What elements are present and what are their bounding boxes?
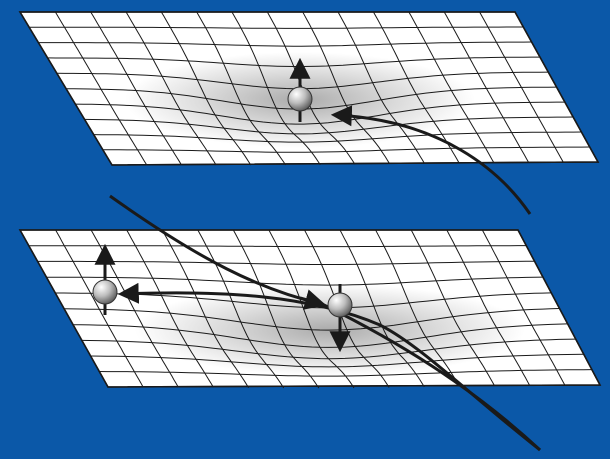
grid-line — [84, 116, 574, 135]
particle-lower-right — [327, 284, 353, 353]
grid-line — [72, 323, 568, 348]
grid-upper — [29, 11, 590, 166]
trajectory-lower-curve — [117, 282, 541, 452]
grid-line — [81, 338, 576, 360]
grid-line — [75, 101, 565, 125]
grid-line — [38, 41, 532, 47]
particle-lower-left — [92, 243, 118, 315]
spin-up-particle — [92, 279, 118, 305]
particle-upper — [287, 57, 313, 122]
panel-upper — [18, 11, 600, 215]
grid-line — [65, 86, 557, 110]
grid-line — [99, 369, 592, 377]
grid-line — [63, 308, 560, 331]
grid-line — [37, 260, 535, 265]
grid-line — [29, 26, 524, 29]
grid-line — [102, 146, 590, 153]
grid-line — [93, 131, 582, 143]
grid-line — [46, 276, 543, 286]
panel-lower — [18, 194, 602, 452]
spin-down-particle — [327, 292, 353, 318]
spin-up-particle — [287, 86, 313, 112]
trajectory-lower-arrow-tip — [299, 289, 327, 310]
trajectory-upper — [330, 105, 532, 215]
grid-line — [90, 353, 584, 368]
